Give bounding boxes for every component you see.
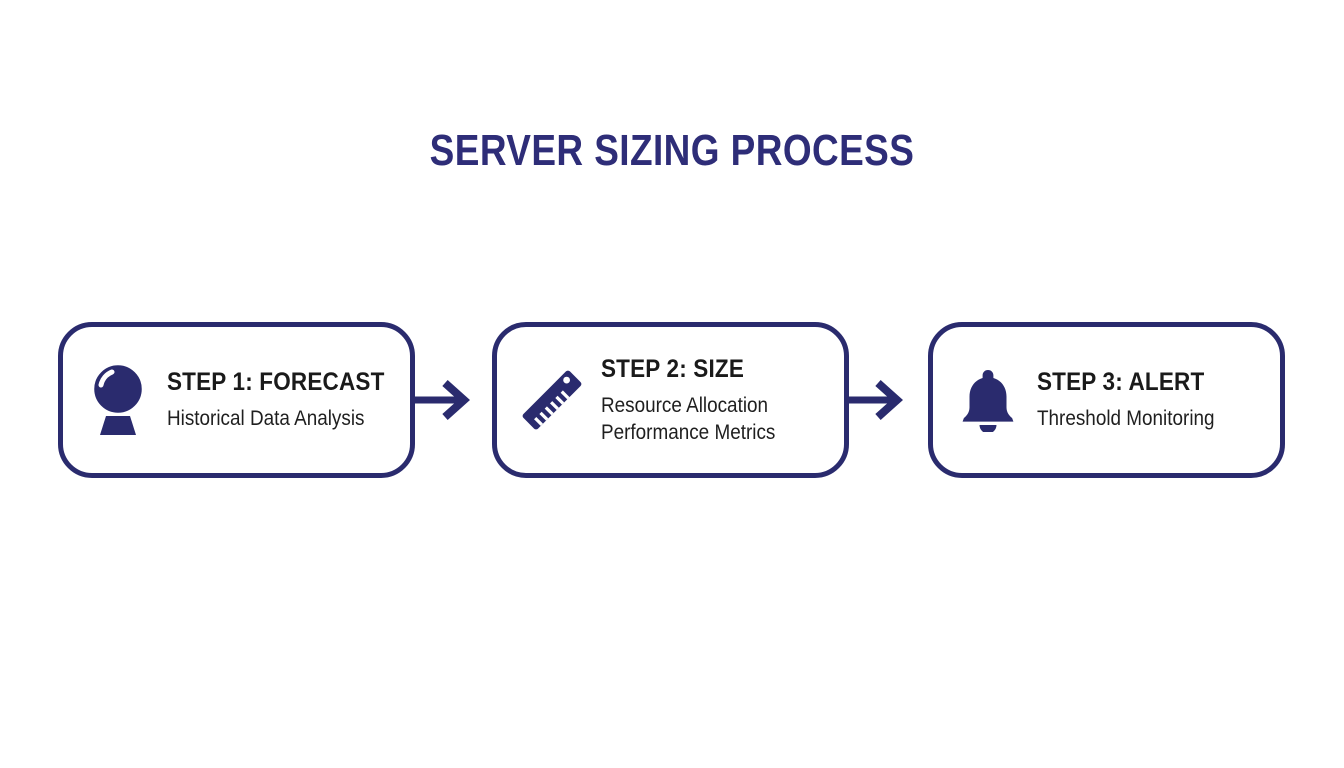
step-text-alert: STEP 3: ALERT Threshold Monitoring [1037,368,1215,432]
step-text-forecast: STEP 1: FORECAST Historical Data Analysi… [167,368,385,432]
step-box-forecast: STEP 1: FORECAST Historical Data Analysi… [58,322,415,478]
step-title: STEP 3: ALERT [1037,368,1205,396]
step-sub-line: Threshold Monitoring [1037,407,1215,430]
step-subtitle: Historical Data Analysis [167,405,385,432]
step-text-size: STEP 2: SIZE Resource Allocation Perform… [601,355,775,446]
step-sub-line: Performance Metrics [601,420,776,444]
page-title: SERVER SIZING PROCESS [429,126,915,175]
step-subtitle: Resource Allocation Performance Metrics [601,392,775,446]
step-title: STEP 2: SIZE [601,354,745,383]
step-box-size: STEP 2: SIZE Resource Allocation Perform… [492,322,849,478]
arrow-right-icon [412,377,484,428]
ruler-icon [521,367,583,433]
bell-icon [957,368,1019,432]
step-box-alert: STEP 3: ALERT Threshold Monitoring [928,322,1285,478]
step-subtitle: Threshold Monitoring [1037,405,1215,432]
crystal-ball-icon [87,363,149,437]
step-sub-line: Resource Allocation [601,393,769,417]
step-sub-line: Historical Data Analysis [167,407,365,430]
arrow-right-icon [845,377,917,428]
step-title: STEP 1: FORECAST [167,368,385,396]
